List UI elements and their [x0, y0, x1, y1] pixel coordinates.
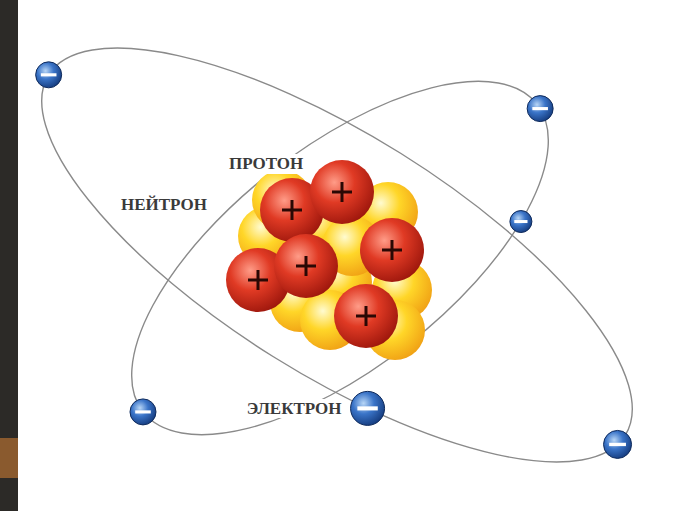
minus-sign	[514, 220, 527, 223]
electron-ball	[527, 96, 553, 122]
part-label: ЭЛЕКТРОН	[244, 399, 345, 419]
plus-sign	[257, 270, 260, 290]
electron-ball	[36, 62, 62, 88]
electron-orbit	[75, 17, 604, 498]
electron-sphere	[510, 211, 532, 233]
minus-sign	[532, 107, 548, 110]
electron-sphere	[36, 62, 62, 88]
minus-sign	[41, 73, 57, 76]
dark-strip	[0, 0, 18, 511]
part-label: НЕЙТРОН	[118, 195, 210, 215]
part-label: ПРОТОН	[226, 154, 306, 174]
plus-sign	[305, 256, 308, 276]
plus-sign	[391, 240, 394, 260]
proton-ball	[274, 234, 338, 298]
proton-sphere	[310, 160, 374, 224]
electron-ball	[510, 211, 532, 233]
label-holder: ПРОТОН	[226, 154, 306, 174]
proton-sphere	[360, 218, 424, 282]
label-holder: ЭЛЕКТРОН	[244, 399, 345, 419]
plus-sign	[341, 182, 344, 202]
minus-sign	[609, 443, 626, 446]
plus-sign	[291, 200, 294, 220]
label-holder: НЕЙТРОН	[118, 195, 210, 215]
proton-ball	[360, 218, 424, 282]
wood-strip	[0, 438, 18, 478]
plus-sign	[365, 306, 368, 326]
proton-sphere	[274, 234, 338, 298]
proton-sphere	[334, 284, 398, 348]
minus-sign	[135, 410, 151, 413]
electron-ball	[604, 430, 632, 458]
electron-sphere	[527, 96, 553, 122]
electron-ball	[351, 391, 385, 425]
electron-sphere	[604, 430, 632, 458]
proton-ball	[334, 284, 398, 348]
electron-sphere	[351, 391, 385, 425]
proton-ball	[310, 160, 374, 224]
electron-ball	[130, 399, 156, 425]
minus-sign	[357, 406, 377, 410]
electron-sphere	[130, 399, 156, 425]
